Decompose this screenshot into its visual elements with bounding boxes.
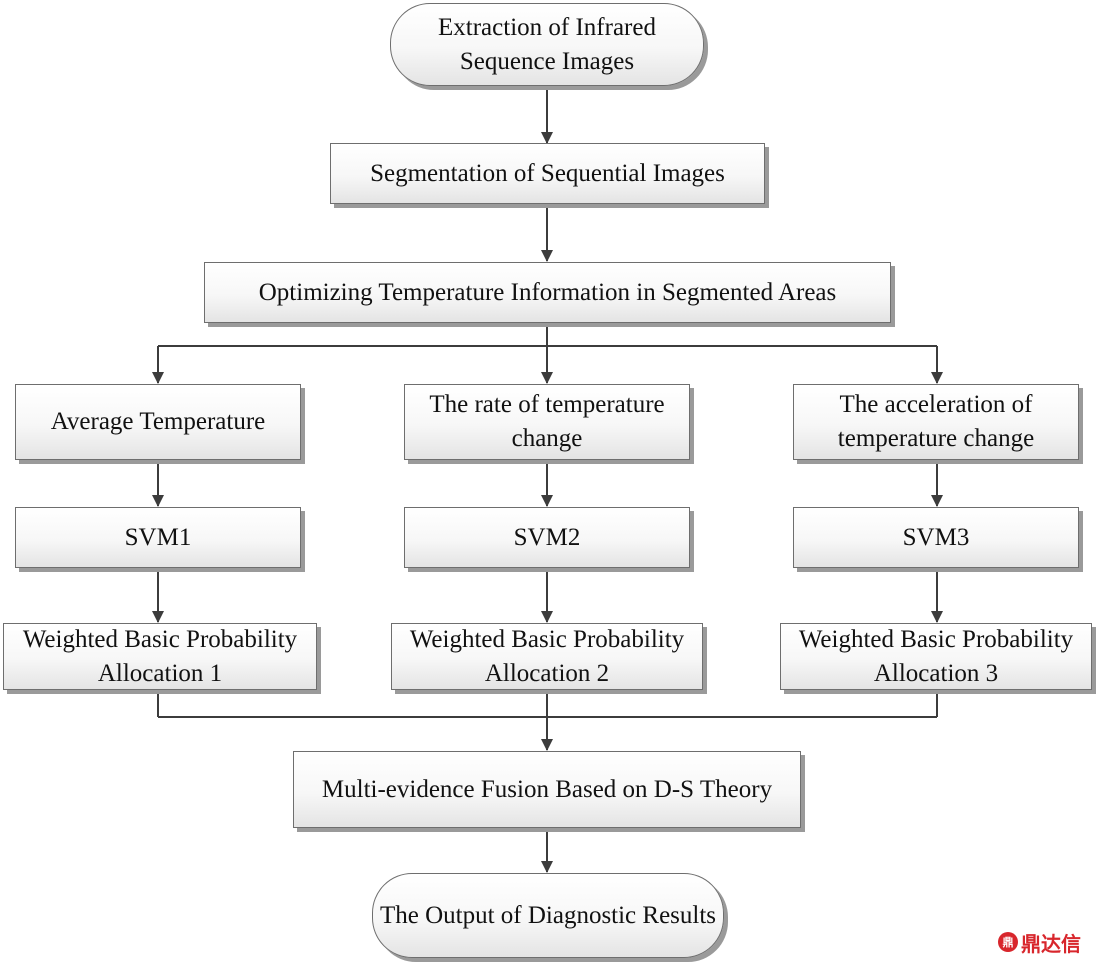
svm2-box: SVM2 xyxy=(404,507,690,568)
start-terminal: Extraction of Infrared Sequence Images xyxy=(390,3,704,86)
feature-box-rate-of-change: The rate of temperature change xyxy=(404,384,690,460)
feature-box-average-temperature: Average Temperature xyxy=(15,384,301,460)
watermark-text: 鼎达信 xyxy=(1021,931,1081,956)
segmentation-box: Segmentation of Sequential Images xyxy=(330,143,765,204)
svm3-box: SVM3 xyxy=(793,507,1079,568)
allocation-box-3: Weighted Basic Probability Allocation 3 xyxy=(780,623,1092,690)
end-terminal: The Output of Diagnostic Results xyxy=(372,873,724,958)
allocation-box-1: Weighted Basic Probability Allocation 1 xyxy=(3,623,317,690)
watermark-logo-icon: 鼎 xyxy=(998,932,1018,952)
allocation-box-2: Weighted Basic Probability Allocation 2 xyxy=(391,623,703,690)
optimizing-box: Optimizing Temperature Information in Se… xyxy=(204,262,891,323)
watermark: 鼎 鼎达信 xyxy=(998,928,1081,956)
fusion-box: Multi-evidence Fusion Based on D-S Theor… xyxy=(293,751,801,828)
svm1-box: SVM1 xyxy=(15,507,301,568)
feature-box-acceleration-of-change: The acceleration of temperature change xyxy=(793,384,1079,460)
